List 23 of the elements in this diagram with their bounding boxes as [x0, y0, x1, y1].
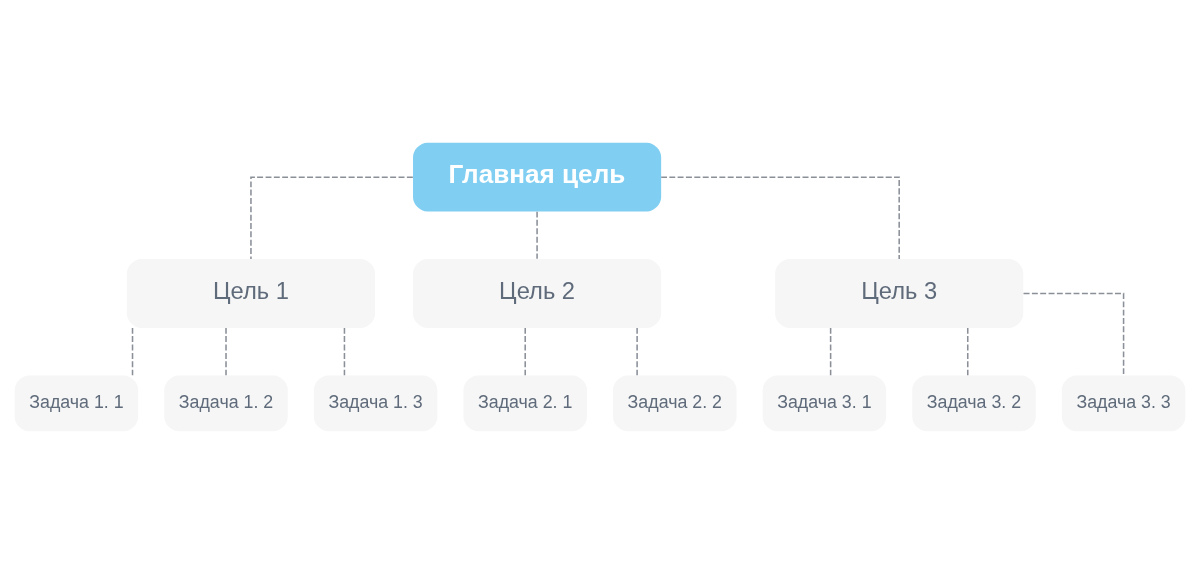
node-box: Задача 3. 2: [912, 375, 1036, 432]
connector: [1022, 292, 1125, 376]
node-box: Задача 3. 3: [1061, 375, 1186, 432]
connector: [524, 327, 526, 377]
connector: [536, 211, 538, 260]
connector: [225, 327, 227, 377]
connector: [343, 327, 346, 377]
connector: [660, 176, 900, 260]
node-box: Цель 2: [413, 259, 662, 328]
node-box: Задача 1. 2: [164, 375, 288, 432]
node-box: Задача 1. 1: [14, 375, 139, 432]
connector: [829, 327, 832, 377]
node-box: Главная цель: [413, 142, 662, 212]
connector: [250, 176, 414, 260]
node-box: Задача 1. 3: [313, 375, 438, 432]
connector: [131, 327, 134, 377]
node-box: Цель 3: [775, 259, 1024, 328]
node-box: Цель 1: [126, 259, 375, 328]
connector: [967, 327, 969, 377]
node-box: Задача 2. 1: [463, 375, 587, 432]
node-box: Задача 2. 2: [613, 375, 737, 432]
connector: [636, 327, 638, 377]
node-box: Задача 3. 1: [762, 375, 887, 432]
